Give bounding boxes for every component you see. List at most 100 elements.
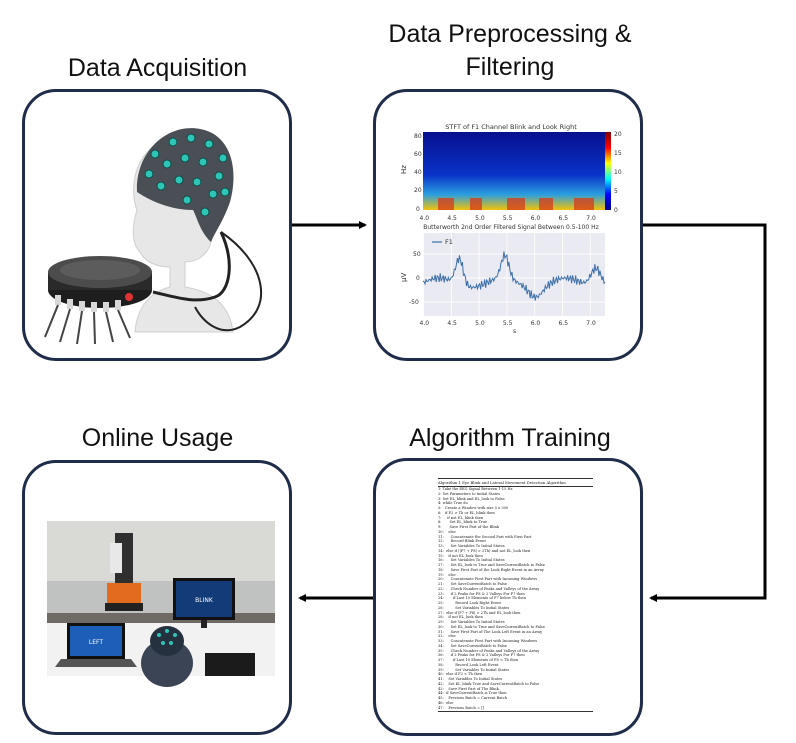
filtered-ylabel: μV	[400, 273, 408, 282]
filtered-xlabel: s	[513, 328, 516, 335]
stft-y-tick: 60	[414, 151, 422, 158]
algorithm-line: 19: else	[438, 572, 456, 577]
algorithm-line: 45: Previous Batch = Current Batch	[438, 696, 508, 700]
stft-y-tick: 40	[414, 169, 422, 176]
algorithm-line: 2: Set Parameters to Initial States	[438, 491, 501, 496]
algorithm-line: 25: Record Look Right Event	[438, 601, 502, 605]
colorbar-tick: 5	[614, 188, 618, 195]
stft-burst	[507, 198, 525, 210]
algorithm-line: 14: else if (|F7 + F8| > 2Th) and not EL…	[438, 548, 531, 553]
stft-x-tick: 5.0	[475, 215, 485, 222]
algorithm-line: 37: if Last 10 Elements of F8 < Th then	[438, 658, 519, 662]
preprocessing-title-line2: Filtering	[465, 53, 555, 81]
algorithm-line: 46: else	[438, 700, 454, 705]
algorithm-line: 44: if SaveCurrentBatch is True then	[438, 691, 507, 696]
stft-x-tick: 6.0	[531, 215, 541, 222]
acquisition-title: Data Acquisition	[67, 54, 248, 82]
algorithm-line: 9: Save First Part of the Blink	[438, 525, 499, 529]
colorbar-tick: 20	[614, 131, 622, 138]
algorithm-line: 29: Set Variables To Initial States	[438, 620, 505, 624]
algorithm-line: 16: Set Variables To Initial States	[438, 558, 505, 563]
training-title: Algorithm Training	[409, 424, 611, 452]
algorithm-line: 27: else if |F7 + F8| > 2Th and EL_look …	[438, 610, 521, 615]
algorithm-line: 47: Previous Batch = []	[438, 705, 484, 710]
algorithm-line: 30: Set EL_look to True and SaveCurrentB…	[438, 624, 545, 629]
algorithm-line: 38: Record Look Left Event	[438, 662, 499, 667]
filtered-x-tick: 4.0	[420, 320, 430, 327]
algorithm-line: 28: if not EL_look then	[438, 615, 483, 620]
algorithm-line: 7: if not EL_blink then	[438, 515, 484, 520]
algorithm-line: 18: Save First Part of the Look Right Ev…	[438, 567, 544, 572]
colorbar-tick: 15	[614, 150, 622, 157]
algorithm-line: 36: if 2 Peaks for F8 & 2 Valleys For F7…	[438, 653, 525, 658]
filtered-x-tick: 7.0	[586, 320, 596, 327]
algorithm-line: 8: Set EL_blink to True	[438, 520, 488, 525]
algorithm-line: 20: Concatenate First Part with Incoming…	[438, 577, 538, 582]
stft-colorbar	[605, 132, 611, 210]
algorithm-line: 33: Concatenate First Part with Incoming…	[438, 639, 538, 643]
filtered-y-tick: 50	[413, 251, 421, 258]
stft-x-tick: 4.5	[447, 215, 457, 222]
online-title: Online Usage	[81, 424, 234, 452]
stft-x-tick: 5.5	[503, 215, 513, 222]
stft-burst	[438, 198, 454, 210]
algorithm-line: 31: Save First Part of The Look Left Eve…	[438, 629, 543, 634]
algorithm-line: 1: Take the EEG Signal Between 1-15 Hz	[438, 487, 513, 491]
training-panel: Algorithm 1 Eye Blink and Lateral Moveme…	[373, 458, 643, 736]
arrow-preprocessing-to-training	[643, 223, 767, 602]
filtered-legend: F1	[445, 238, 453, 246]
algorithm-line: 3: Set EL_blink and EL_look to False	[438, 496, 505, 501]
filtered-y-tick: -50	[409, 299, 419, 306]
lab-photo-illustration: BLINK LEFT	[47, 521, 275, 687]
algorithm-line: 5: Create a Window with size 5 x 300	[438, 506, 509, 510]
filtered-x-tick: 5.0	[475, 320, 485, 327]
algorithm-line: 10: else	[438, 529, 456, 534]
algorithm-line: 23: if 2 Peaks for F8 & 2 Valleys For F7…	[438, 591, 525, 596]
algorithm-title: Algorithm 1 Eye Blink and Lateral Moveme…	[438, 480, 566, 485]
algorithm-line: 40: else if F2 < Th then	[438, 672, 483, 677]
laptop-left-text: LEFT	[89, 639, 103, 646]
algorithm-line: 15: if not EL_look then	[438, 553, 483, 558]
stft-heatmap	[438, 198, 594, 210]
stft-ylabel: Hz	[400, 165, 408, 174]
colorbar-tick: 10	[614, 169, 622, 176]
algorithm-line: 34: Set SaveCurrentBatch to False	[438, 643, 507, 648]
f1-signal-line	[422, 251, 606, 301]
algorithm-line: 12: Record Blink Event	[438, 539, 486, 544]
monitor-blink-text: BLINK	[195, 597, 214, 604]
stft-y-tick: 0	[416, 206, 420, 213]
online-panel: BLINK LEFT	[22, 460, 292, 735]
algorithm-line: 39: Set Variables To Initial States	[438, 667, 510, 672]
algorithm-line: 17: Set EL_look to True and SaveCurrentB…	[438, 563, 545, 567]
algorithm-line: 35: Check Number of Peaks and Valleys of…	[438, 648, 540, 653]
acquisition-panel	[22, 89, 292, 361]
stft-burst	[574, 198, 594, 210]
algorithm-line: 11: Concatenate the Second Part with Fir…	[438, 534, 532, 539]
algorithm-line: 21: Set SaveCurrentBatch to False	[438, 582, 507, 586]
algorithm-line: 41: Set Variables To Initial States	[438, 677, 503, 681]
stft-y-tick: 20	[414, 187, 422, 194]
filtered-x-tick: 6.5	[558, 320, 568, 327]
stft-burst	[539, 198, 553, 210]
algorithm-line: 13: Set Variables To Initial States	[438, 544, 505, 548]
preprocessing-title-line1: Data Preprocessing &	[388, 20, 632, 48]
algorithm-line: 43: Save First Part of The Blink	[438, 686, 499, 691]
algorithm-line: 4: while True do	[438, 501, 468, 506]
algorithm-line: 32: else	[438, 634, 456, 639]
eeg-headset-illustration	[44, 128, 263, 345]
stft-y-tick: 80	[414, 133, 422, 140]
algorithm-line: 42: Set EL_blink True and SaveCurrentBat…	[438, 681, 540, 686]
algorithm-line: 22: Check Number of Peaks and Valleys of…	[438, 586, 540, 591]
filtered-title: Butterworth 2nd Order Filtered Signal Be…	[423, 224, 599, 231]
filtered-y-tick: 0	[416, 275, 420, 282]
preprocessing-panel: STFT of F1 Channel Blink and Look Right …	[373, 89, 643, 361]
stft-x-tick: 4.0	[420, 215, 430, 222]
algorithm-line: 6: if F2 > Th or EL_blink then	[438, 510, 495, 515]
filtered-x-tick: 5.5	[503, 320, 513, 327]
colorbar-tick: 0	[614, 207, 618, 214]
stft-burst	[470, 198, 482, 210]
filtered-x-tick: 4.5	[447, 320, 457, 327]
filtered-x-tick: 6.0	[531, 320, 541, 327]
